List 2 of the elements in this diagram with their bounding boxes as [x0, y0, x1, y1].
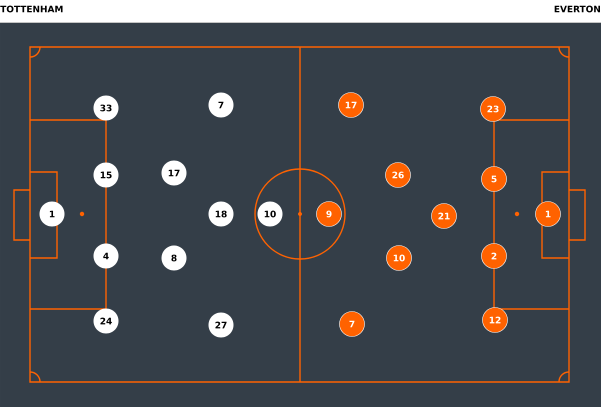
team-name: TOTTENHAM [0, 6, 63, 12]
team-name: EVERTON [554, 6, 600, 12]
